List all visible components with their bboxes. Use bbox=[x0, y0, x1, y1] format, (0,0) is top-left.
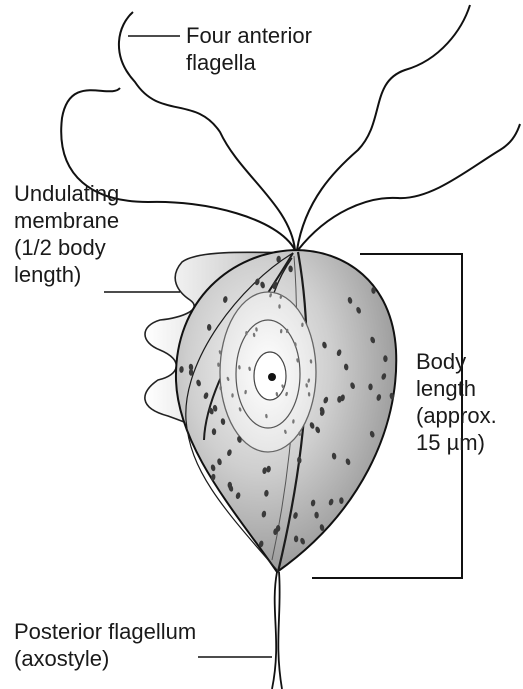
granule bbox=[368, 384, 372, 391]
membrane-label-line-3: (1/2 body bbox=[14, 234, 119, 261]
body-length-label: Body length (approx. 15 µm) bbox=[416, 348, 497, 456]
membrane-label-line-4: length) bbox=[14, 261, 119, 288]
flagella-label-line-2: flagella bbox=[186, 49, 312, 76]
body-length-label-line-2: length bbox=[416, 375, 497, 402]
posterior-label: Posterior flagellum (axostyle) bbox=[14, 618, 196, 672]
posterior-flagellum bbox=[272, 572, 282, 689]
body-length-label-line-4: 15 µm) bbox=[416, 429, 497, 456]
membrane-label: Undulating membrane (1/2 body length) bbox=[14, 180, 119, 288]
anterior-flagellum-3 bbox=[297, 5, 470, 250]
posterior-flagellum-left bbox=[272, 572, 277, 689]
posterior-label-line-2: (axostyle) bbox=[14, 645, 196, 672]
anterior-flagellum-4 bbox=[298, 124, 520, 250]
flagella-label: Four anterior flagella bbox=[186, 22, 312, 76]
membrane-label-line-1: Undulating bbox=[14, 180, 119, 207]
nucleolus bbox=[268, 373, 276, 381]
granule bbox=[228, 482, 232, 489]
nucleus bbox=[220, 292, 316, 452]
body-length-label-line-1: Body bbox=[416, 348, 497, 375]
posterior-label-line-1: Posterior flagellum bbox=[14, 618, 196, 645]
granule bbox=[339, 497, 343, 504]
flagella-label-line-1: Four anterior bbox=[186, 22, 312, 49]
body-length-label-line-3: (approx. bbox=[416, 402, 497, 429]
posterior-flagellum-right bbox=[278, 572, 282, 689]
granule bbox=[231, 393, 233, 397]
membrane-label-line-2: membrane bbox=[14, 207, 119, 234]
